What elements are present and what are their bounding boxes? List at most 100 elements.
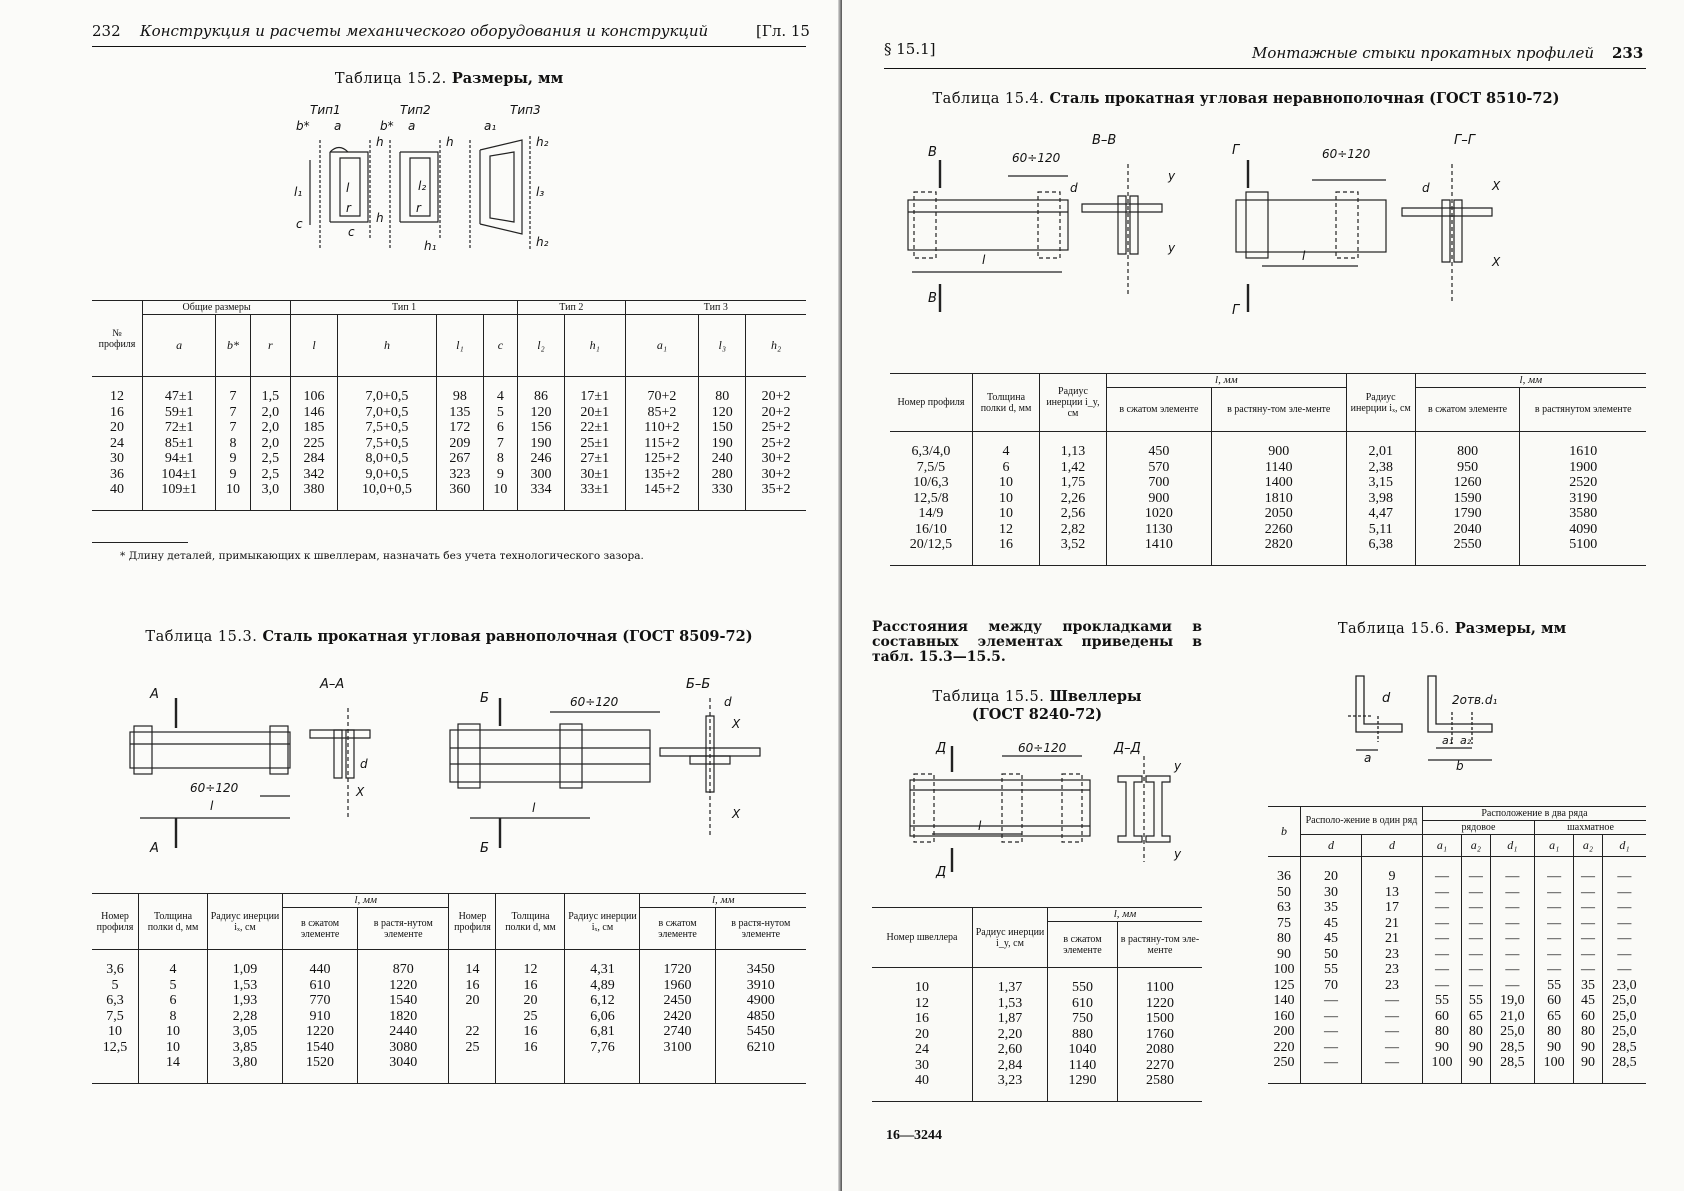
table-cell: — — [1534, 915, 1575, 931]
table-cell: 284 — [290, 451, 338, 467]
table-cell: 23 — [1360, 946, 1423, 962]
fig-d-label: d — [360, 757, 368, 771]
table-cell: 7 — [215, 389, 251, 405]
table-cell: 7,5+0,5 — [336, 435, 437, 451]
table-cell: 3450 — [714, 962, 806, 978]
table-cell: 950 — [1414, 459, 1521, 475]
table-cell: 6,3 — [92, 993, 139, 1009]
table-cell: 10 — [138, 1024, 208, 1040]
table-cell: 6210 — [714, 1039, 806, 1055]
equal-angle-joint-figure: А А А–А 60÷120 l d X Б Б 60÷120 l Б–Б d … — [129, 677, 761, 856]
table-cell: 16 — [92, 404, 143, 420]
fig-l-label: l — [210, 799, 214, 813]
table-cell: 209 — [435, 435, 484, 451]
table-cell: 6,06 — [564, 1008, 641, 1024]
table-cell: 30 — [1300, 884, 1362, 900]
table-cell: 1540 — [357, 993, 450, 1009]
table-cell: 1260 — [1414, 475, 1521, 491]
table-cell: 4850 — [714, 1008, 806, 1024]
table-cell: 20+2 — [745, 404, 806, 420]
fig-l-label-2: l — [1302, 249, 1306, 263]
table-cell: 55 — [1534, 977, 1575, 993]
table-cell: 1960 — [639, 977, 716, 993]
table-cell: 2270 — [1116, 1057, 1202, 1073]
table-cell: 440 — [281, 962, 359, 978]
table-cell: 65 — [1534, 1008, 1575, 1024]
fig-b2-label: b* — [380, 119, 394, 133]
fig-type3-label: Тип3 — [510, 103, 541, 117]
table-cell: — — [1534, 946, 1575, 962]
table-cell: 2,20 — [972, 1026, 1048, 1042]
table-cell — [639, 1055, 716, 1071]
spacer-row — [872, 1088, 1202, 1102]
fig-x-label: X — [355, 785, 365, 799]
header-a2-2: a₂ — [1573, 834, 1603, 857]
table-cell: 1040 — [1047, 1042, 1118, 1058]
table-cell: — — [1360, 1024, 1423, 1040]
table-cell: 25,0 — [1601, 1024, 1646, 1040]
header-radius-2: Радиус инерции iₓ, см — [564, 893, 641, 950]
table-cell: 1130 — [1106, 521, 1212, 537]
fig-y-label-2: y — [1167, 241, 1176, 255]
caption-title: Сталь прокатная угловая равнополочная (Г… — [262, 628, 753, 645]
section-label: § 15.1] — [884, 40, 936, 58]
fig-sect-v-label-2: В — [928, 291, 937, 306]
table-cell: 3,15 — [1345, 475, 1416, 491]
table-cell: 125+2 — [624, 451, 700, 467]
table-cell: 45 — [1300, 931, 1362, 947]
table-cell: 570 — [1106, 459, 1212, 475]
header-l-mm: l, мм — [1047, 907, 1202, 922]
header-staggered: шахматное — [1534, 820, 1646, 835]
table-cell: 7 — [215, 404, 251, 420]
table-cell: 7,0+0,5 — [336, 389, 437, 405]
chapter-label: [Гл. 15 — [756, 22, 810, 40]
fig-sect-gg-label: Г–Г — [1454, 134, 1477, 148]
table-cell: 3,6 — [92, 962, 139, 978]
spacer-row — [92, 376, 806, 389]
table-cell: 4900 — [714, 993, 806, 1009]
table-cell: 30 — [872, 1057, 973, 1073]
header-a1-2: a₁ — [1534, 834, 1575, 857]
table-cell: — — [1534, 962, 1575, 978]
table-cell: 20/12,5 — [890, 537, 973, 553]
header-profile: Номер профиля — [92, 893, 139, 950]
table-cell: 1540 — [281, 1039, 359, 1055]
table-cell: 2260 — [1210, 521, 1347, 537]
running-title-left: Конструкция и расчеты механического обор… — [140, 22, 709, 40]
table-cell: 380 — [290, 482, 338, 498]
table-cell: 2520 — [1519, 475, 1646, 491]
caption-prefix: Таблица 15.6. — [1337, 621, 1450, 637]
table-cell: 770 — [281, 993, 359, 1009]
table-cell: 59±1 — [141, 404, 217, 420]
table-cell: 40 — [872, 1073, 973, 1089]
header-profile-2: Номер профиля — [448, 893, 497, 950]
table-cell: 334 — [517, 482, 565, 498]
table-cell: — — [1534, 884, 1575, 900]
table-cell: 8 — [138, 1008, 208, 1024]
fig-y-label: y — [1173, 759, 1182, 773]
header-profile: Номер профиля — [890, 373, 973, 432]
table-cell: 1410 — [1106, 537, 1212, 553]
table-cell: 12 — [495, 962, 566, 978]
table-cell: 35 — [1300, 900, 1362, 916]
table-cell: 2040 — [1414, 521, 1521, 537]
table-cell: — — [1461, 977, 1491, 993]
table-cell: — — [1461, 946, 1491, 962]
fig-h1-label: h₁ — [424, 239, 437, 253]
table-cell: 1,87 — [972, 1011, 1048, 1027]
table-cell: 342 — [290, 466, 338, 482]
column-header: l₃ — [698, 314, 747, 377]
caption-gost: (ГОСТ 8240-72) — [971, 706, 1103, 723]
table-cell: — — [1421, 915, 1463, 931]
